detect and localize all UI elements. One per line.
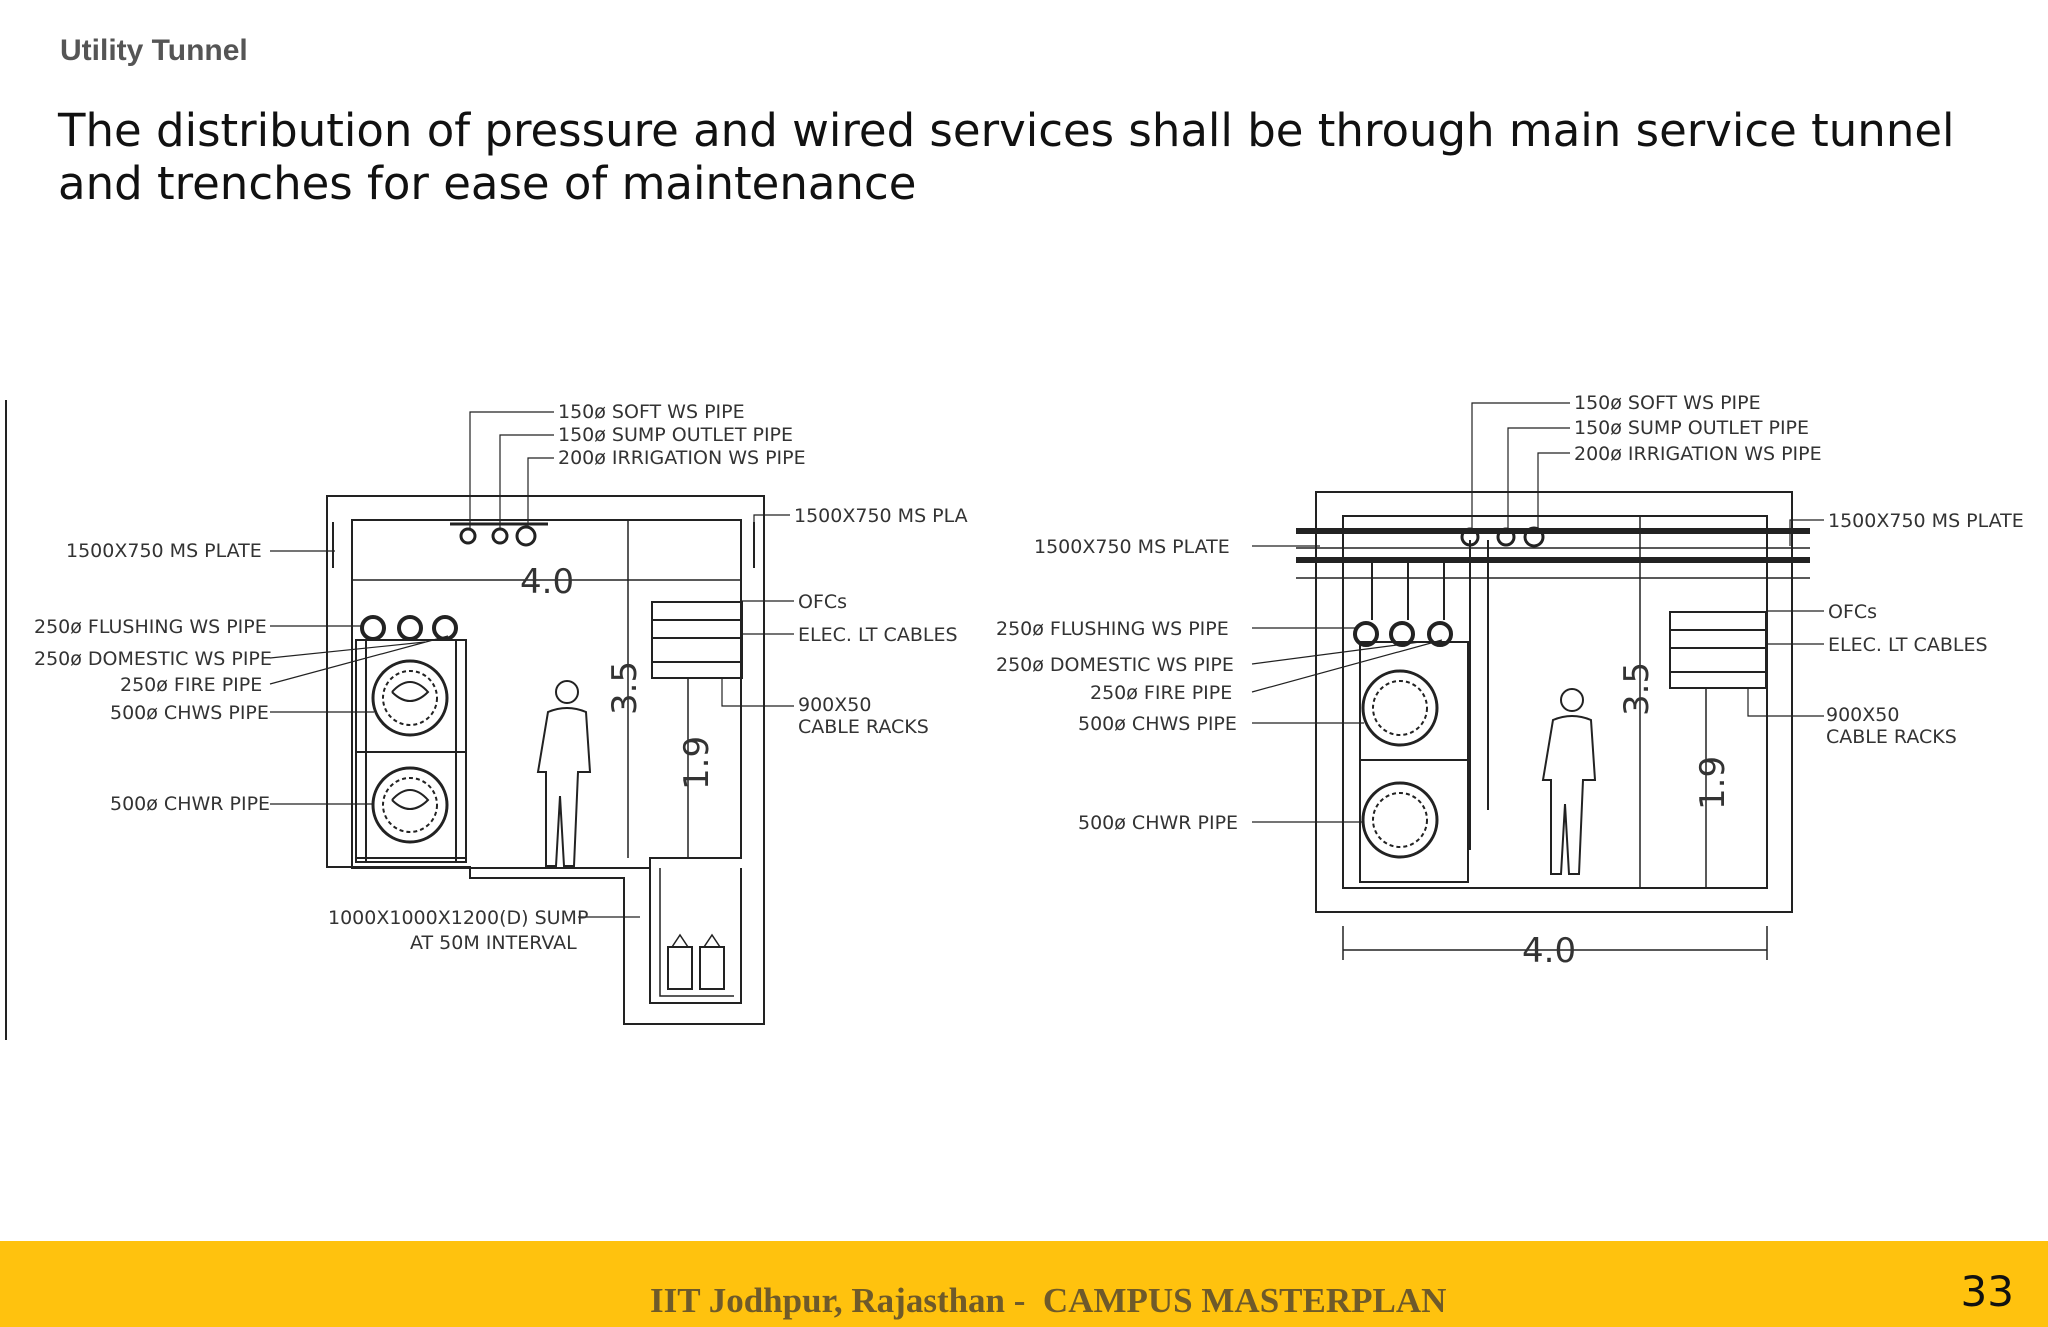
section-label: Utility Tunnel: [60, 34, 248, 67]
left-fire-label: 250ø FIRE PIPE: [120, 674, 262, 696]
page-number: 33: [1960, 1267, 2014, 1316]
left-elec-label: ELEC. LT CABLES: [798, 624, 958, 646]
footer-title: IIT Jodhpur, Rajasthan - CAMPUS MASTERPL…: [650, 1281, 1447, 1320]
right-irrigation-label: 200ø IRRIGATION WS PIPE: [1574, 443, 1822, 465]
left-dim-height: 3.5: [605, 661, 645, 715]
left-sump-label-2: AT 50M INTERVAL: [410, 932, 577, 954]
right-ms-plate-label: 1500X750 MS PLATE: [1034, 536, 1230, 558]
left-flushing-label: 250ø FLUSHING WS PIPE: [34, 616, 267, 638]
left-ms-plate-right-label: 1500X750 MS PLA: [794, 505, 968, 527]
left-leaders: [269, 411, 794, 918]
right-domestic-label: 250ø DOMESTIC WS PIPE: [996, 654, 1234, 676]
right-fire-label: 250ø FIRE PIPE: [1090, 682, 1232, 704]
right-racks-label-1: 900X50: [1826, 704, 1899, 726]
right-tunnel-section: [1296, 491, 1810, 960]
left-chws-label: 500ø CHWS PIPE: [110, 702, 269, 724]
right-dim-width: 4.0: [1522, 931, 1576, 971]
right-chws-label: 500ø CHWS PIPE: [1078, 713, 1237, 735]
left-racks-label-2: CABLE RACKS: [798, 716, 929, 738]
left-tunnel-section: [326, 495, 765, 1025]
left-sump-label-1: 1000X1000X1200(D) SUMP: [328, 907, 588, 929]
left-dim-rack: 1.9: [677, 736, 717, 790]
left-dimensions: 4.0 3.5 1.9: [520, 562, 717, 790]
left-racks-label-1: 900X50: [798, 694, 871, 716]
right-dim-rack: 1.9: [1693, 756, 1733, 810]
right-dimensions: 4.0 3.5 1.9: [1522, 662, 1733, 971]
headline: The distribution of pressure and wired s…: [58, 104, 1955, 210]
right-soft-ws-label: 150ø SOFT WS PIPE: [1574, 392, 1761, 414]
right-racks-label-2: CABLE RACKS: [1826, 726, 1957, 748]
left-ofcs-label: OFCs: [798, 591, 847, 613]
left-labels: 150ø SOFT WS PIPE 150ø SUMP OUTLET PIPE …: [34, 401, 968, 954]
utility-tunnel-drawings: 150ø SOFT WS PIPE 150ø SUMP OUTLET PIPE …: [5, 392, 2024, 1040]
left-chwr-label: 500ø CHWR PIPE: [110, 793, 270, 815]
right-dim-height: 3.5: [1617, 662, 1657, 716]
left-domestic-label: 250ø DOMESTIC WS PIPE: [34, 648, 272, 670]
right-labels: 150ø SOFT WS PIPE 150ø SUMP OUTLET PIPE …: [996, 392, 2024, 834]
footer-bar: IIT Jodhpur, Rajasthan - CAMPUS MASTERPL…: [0, 1241, 2048, 1327]
right-elec-label: ELEC. LT CABLES: [1828, 634, 1988, 656]
left-dim-width: 4.0: [520, 562, 574, 602]
right-flushing-label: 250ø FLUSHING WS PIPE: [996, 618, 1229, 640]
right-chwr-label: 500ø CHWR PIPE: [1078, 812, 1238, 834]
left-sump-outlet-label: 150ø SUMP OUTLET PIPE: [558, 424, 793, 446]
left-ms-plate-label: 1500X750 MS PLATE: [66, 540, 262, 562]
right-ms-plate-right-label: 1500X750 MS PLATE: [1828, 510, 2024, 532]
right-leaders: [1251, 402, 1824, 823]
left-irrigation-label: 200ø IRRIGATION WS PIPE: [558, 447, 806, 469]
right-ofcs-label: OFCs: [1828, 601, 1877, 623]
left-soft-ws-label: 150ø SOFT WS PIPE: [558, 401, 745, 423]
right-sump-outlet-label: 150ø SUMP OUTLET PIPE: [1574, 417, 1809, 439]
